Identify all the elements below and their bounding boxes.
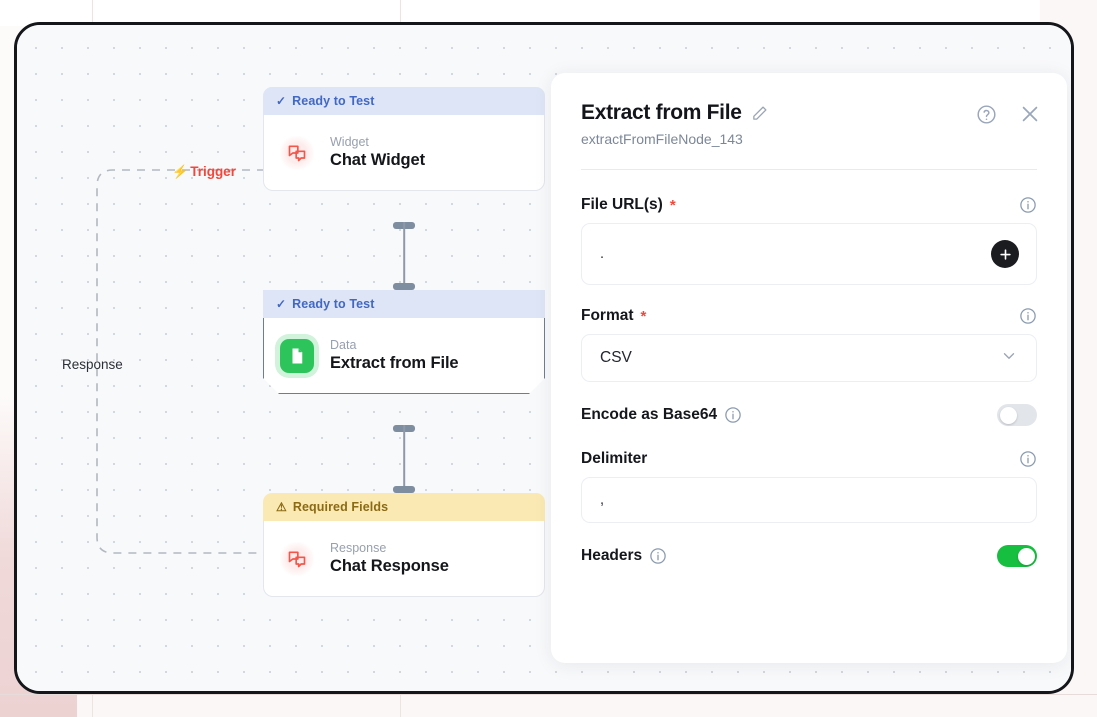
node-connector-1	[384, 222, 424, 290]
format-select[interactable]: CSV	[581, 334, 1037, 382]
node-text: Response Chat Response	[330, 541, 449, 576]
headers-label: Headers	[581, 547, 667, 565]
file-urls-label-text: File URL(s)	[581, 196, 663, 213]
node-kind-label: Data	[330, 338, 357, 352]
connector-cap-bottom	[393, 283, 415, 290]
panel-header: Extract from File extractFromFileNode_14…	[551, 73, 1067, 147]
background-guide-line-bottom	[0, 694, 1097, 695]
format-label-text: Format	[581, 307, 634, 324]
node-extract-from-file[interactable]: ✓ Ready to Test Data Extract from File	[263, 290, 545, 394]
field-headers: Headers	[581, 545, 1037, 567]
connector-cap-bottom	[393, 486, 415, 493]
info-circle-icon[interactable]	[724, 406, 742, 424]
help-circle-icon[interactable]	[976, 104, 997, 125]
field-delimiter: Delimiter ,	[581, 450, 1037, 523]
node-config-panel: Extract from File extractFromFileNode_14…	[551, 73, 1067, 663]
node-body[interactable]: Widget Chat Widget	[263, 115, 545, 191]
chevron-down-icon	[1000, 347, 1018, 370]
node-status-badge: ⚠ Required Fields	[263, 493, 545, 521]
node-text: Widget Chat Widget	[330, 135, 425, 170]
field-label-row: Delimiter	[581, 450, 1037, 468]
trigger-label: ⚡ Trigger	[172, 164, 236, 179]
field-file-urls: File URL(s) * .	[581, 196, 1037, 285]
connector-line	[403, 222, 405, 290]
node-status-badge: ✓ Ready to Test	[263, 87, 545, 115]
panel-body: File URL(s) * .	[551, 170, 1067, 663]
document-icon	[280, 339, 314, 373]
panel-title: Extract from File	[581, 101, 742, 124]
encode-base64-label: Encode as Base64	[581, 406, 742, 424]
node-body[interactable]: Data Extract from File	[263, 318, 545, 394]
panel-divider	[581, 169, 1037, 170]
close-x-icon[interactable]	[1019, 103, 1041, 125]
node-status-badge: ✓ Ready to Test	[263, 290, 545, 318]
delimiter-input[interactable]: ,	[581, 477, 1037, 523]
node-kind-label: Widget	[330, 135, 369, 149]
headers-label-text: Headers	[581, 547, 643, 564]
background-top-strip	[0, 0, 1040, 26]
chat-bubbles-icon	[280, 541, 314, 576]
file-urls-input[interactable]: .	[581, 223, 1037, 285]
trigger-label-text: Trigger	[190, 164, 236, 179]
node-body[interactable]: Response Chat Response	[263, 521, 545, 597]
node-kind-label: Response	[330, 541, 387, 555]
node-badge-label: Required Fields	[292, 500, 389, 514]
chat-bubbles-icon	[280, 135, 314, 170]
info-circle-icon[interactable]	[1019, 450, 1037, 468]
field-label-row: File URL(s) *	[581, 196, 1037, 214]
response-label: Response	[62, 357, 123, 372]
node-title-label: Chat Widget	[330, 151, 425, 169]
required-asterisk: *	[669, 196, 676, 214]
format-label: Format *	[581, 307, 646, 325]
add-url-button[interactable]	[991, 240, 1019, 268]
file-urls-label: File URL(s) *	[581, 196, 676, 214]
field-format: Format * CSV	[581, 307, 1037, 382]
node-chat-response[interactable]: ⚠ Required Fields Response Chat Response	[263, 493, 545, 597]
info-circle-icon[interactable]	[1019, 307, 1037, 325]
warning-triangle-icon: ⚠	[276, 500, 287, 514]
node-text: Data Extract from File	[330, 338, 459, 373]
node-chat-widget[interactable]: ✓ Ready to Test Widget Chat Widget	[263, 87, 545, 191]
lightning-bolt-icon: ⚡	[172, 164, 189, 179]
file-urls-value: .	[600, 245, 605, 262]
node-connector-2	[384, 425, 424, 493]
info-circle-icon[interactable]	[1019, 196, 1037, 214]
panel-node-id: extractFromFileNode_143	[581, 131, 743, 147]
app-window-frame: ⚡ Trigger Response ✓ Ready to Test	[14, 22, 1074, 694]
toggle-knob	[1017, 547, 1035, 565]
check-icon: ✓	[276, 297, 287, 311]
headers-toggle[interactable]	[997, 545, 1037, 567]
connector-line	[403, 425, 405, 493]
panel-title-row: Extract from File	[581, 101, 1037, 125]
format-value: CSV	[600, 349, 632, 366]
delimiter-label: Delimiter	[581, 450, 648, 467]
check-icon: ✓	[276, 94, 287, 108]
field-label-row: Format *	[581, 307, 1037, 325]
field-encode-base64: Encode as Base64	[581, 404, 1037, 426]
node-badge-label: Ready to Test	[292, 94, 375, 108]
node-title-label: Extract from File	[330, 354, 459, 372]
encode-base64-label-text: Encode as Base64	[581, 406, 718, 423]
required-asterisk: *	[640, 307, 647, 325]
info-circle-icon[interactable]	[649, 547, 667, 565]
toggle-knob	[999, 406, 1017, 424]
node-title-label: Chat Response	[330, 557, 449, 575]
node-badge-label: Ready to Test	[292, 297, 375, 311]
panel-actions	[976, 103, 1041, 125]
encode-base64-toggle[interactable]	[997, 404, 1037, 426]
pencil-icon[interactable]	[751, 105, 768, 122]
delimiter-value: ,	[600, 491, 605, 508]
